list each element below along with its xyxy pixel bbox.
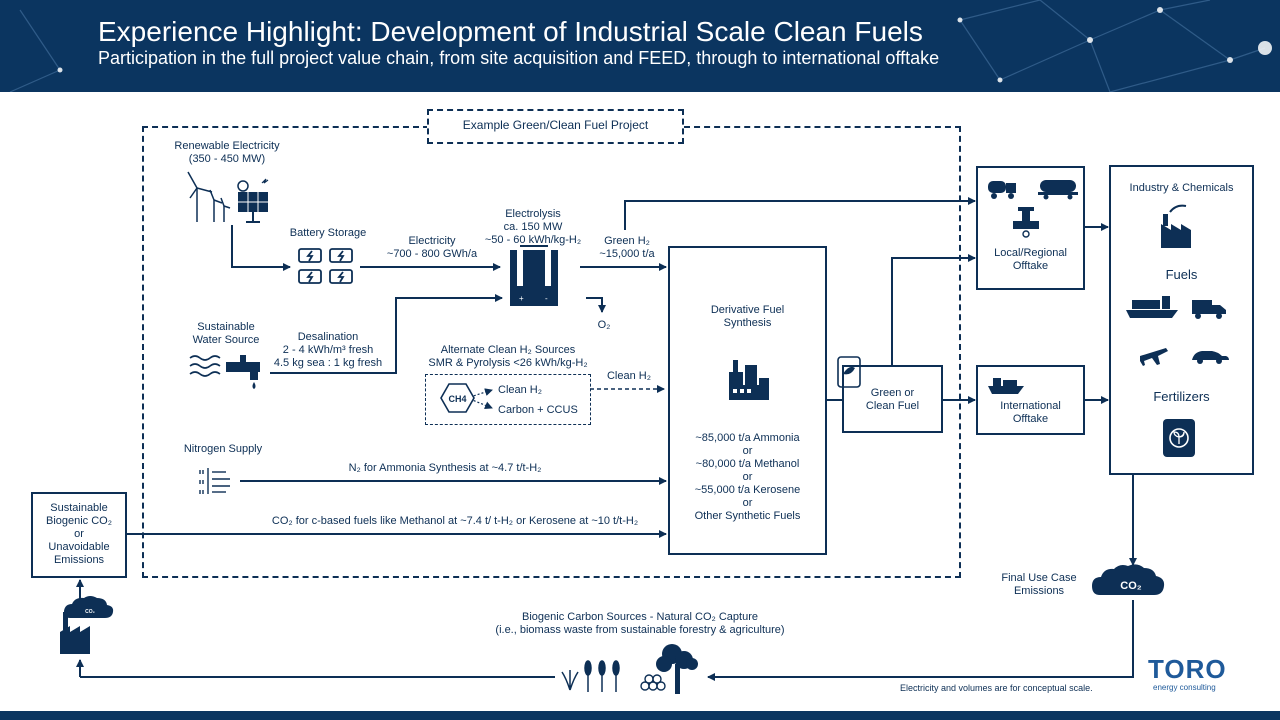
ch4-label: CH4 [448,394,466,404]
industry-label: Industry & Chemicals [1129,182,1234,194]
emitting-factory-icon: CO₂ [60,596,114,654]
fuels-label: Fuels [1165,267,1198,282]
renewable-electricity-label: Renewable Electricity(350 - 450 MW) [174,140,280,165]
green-fuel-box [842,365,943,433]
project-label: Example Green/Clean Fuel Project [462,118,649,132]
page-subtitle: Participation in the full project value … [98,48,940,68]
header-banner: Experience Highlight: Development of Ind… [0,0,1280,92]
ch4-icon: CH4 [440,383,475,413]
ship-icon [1126,296,1178,318]
n2-flow-label: N₂ for Ammonia Synthesis at ~4.7 t/t-H₂ [348,462,542,474]
electrolyzer-icon: +- [510,245,558,306]
car-icon [1192,351,1229,364]
battery-icon [298,248,353,284]
nitrogen-supply-label: Nitrogen Supply [183,443,263,455]
toro-logo-subtitle: energy consulting [1153,683,1216,692]
battery-storage-label: Battery Storage [289,227,367,239]
svg-text:+: + [519,294,524,303]
project-label-box [427,109,684,144]
h2-to-local-offtake-arrow [624,197,976,230]
o2-arrow [586,297,606,313]
fertilizers-label: Fertilizers [1153,389,1210,404]
page-title: Experience Highlight: Development of Ind… [98,16,923,47]
footnote: Electricity and volumes are for conceptu… [900,683,1093,693]
co2-flow-label: CO₂ for c-based fuels like Methanol at ~… [271,515,639,527]
electricity-label: Electricity~700 - 800 GWh/a [386,235,478,260]
co2-small-label: CO₂ [85,609,95,615]
toro-logo: TORO [1148,654,1227,684]
co2-return-arrow [707,600,1134,681]
pipeline-icon [1013,207,1039,238]
wind-turbine-icon [187,171,231,222]
crops-icon [561,660,620,692]
tanker-truck-icon [988,181,1016,199]
local-offtake-box [976,166,1085,290]
factory-icon [729,360,769,400]
o2-label: O₂ [597,319,611,331]
solar-panel-icon [237,178,269,223]
water-tap-icon [189,355,260,389]
industry-icon [1161,204,1191,248]
clean-h2-label: Clean H₂ [606,370,651,382]
international-offtake-box [976,365,1085,435]
trees-icon [640,644,698,694]
cargo-ship-icon [988,378,1024,394]
fuel-to-local-arrow [891,254,976,365]
footer-bar [0,711,1280,720]
co2-cloud-icon: CO₂ [1092,564,1165,595]
rail-tanker-icon [1038,180,1078,200]
renewable-to-battery-arrow [231,225,291,271]
biogenic-sources-label: Biogenic Carbon Sources - Natural CO₂ Ca… [495,611,785,636]
nitrogen-icon [199,468,230,494]
fertilizer-bag-icon [1163,419,1195,457]
truck-icon [1192,300,1226,319]
clean-h2-inner-label: Clean H₂ [498,384,543,396]
alternate-h2-box [425,374,591,425]
svg-text:-: - [545,294,548,303]
synthesis-box [668,246,827,555]
plane-icon [1140,348,1168,366]
co2-cloud-label: CO₂ [1120,580,1142,592]
network-pattern-icon [9,0,1272,92]
end-uses-box [1109,165,1254,475]
carbon-ccus-label: Carbon + CCUS [498,404,578,416]
green-h2-label: Green H₂~15,000 t/a [599,235,655,260]
biogenic-co2-box [31,492,127,578]
water-to-electrolyzer-arrow [270,294,503,374]
